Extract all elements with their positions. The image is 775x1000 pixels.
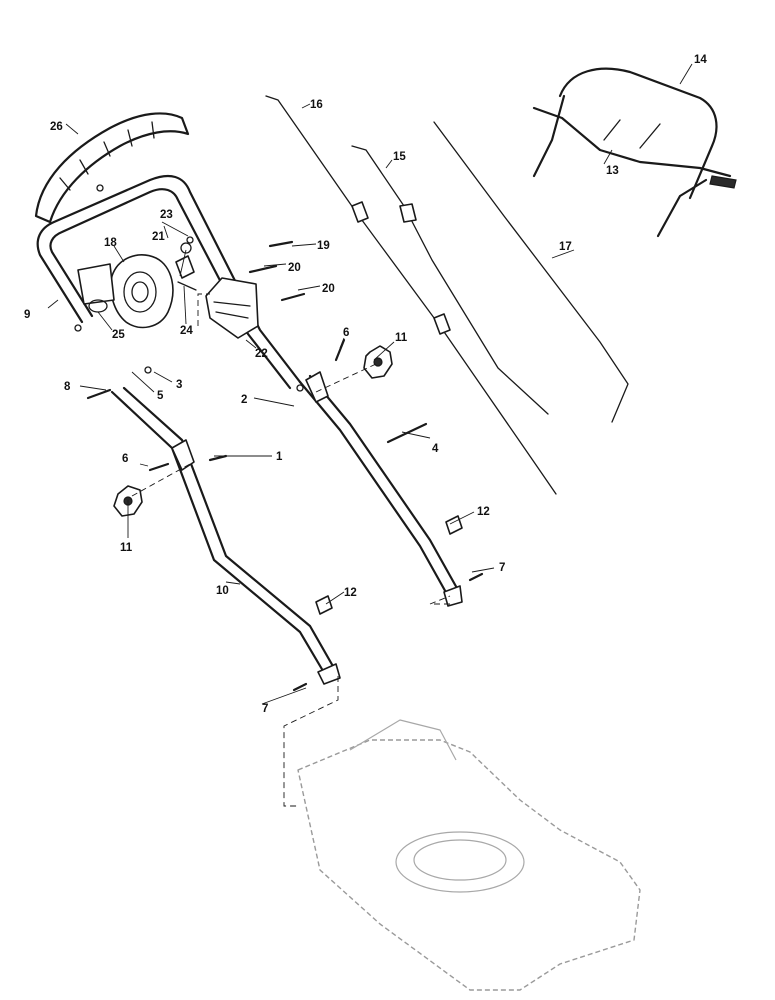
part-26-handle-grip — [34, 112, 190, 224]
callout-11b: 11 — [120, 542, 133, 554]
callout-10: 10 — [216, 585, 229, 597]
part-16-cable — [265, 95, 557, 495]
part-22-control-box — [205, 277, 259, 339]
part-19-20-screws — [248, 240, 306, 302]
callout-21: 21 — [152, 231, 165, 243]
part-10-lower-handle-right — [298, 371, 463, 607]
hardware-bolts — [86, 338, 346, 472]
part-9-upper-handle — [36, 174, 302, 390]
callout-11a: 11 — [395, 332, 408, 344]
callout-2: 2 — [241, 394, 247, 406]
callout-18: 18 — [104, 237, 117, 249]
callout-25: 25 — [112, 329, 125, 341]
callout-26: 26 — [50, 121, 63, 133]
inset-upper-handle-assembly — [532, 67, 737, 238]
callout-14: 14 — [694, 54, 707, 66]
callout-4: 4 — [432, 443, 439, 455]
part-7-screws — [292, 572, 484, 692]
callout-12a: 12 — [477, 506, 490, 518]
callout-24: 24 — [180, 325, 193, 337]
callout-13: 13 — [606, 165, 619, 177]
callout-9: 9 — [24, 309, 30, 321]
callout-15: 15 — [393, 151, 406, 163]
callout-5: 5 — [157, 390, 164, 402]
callout-23: 23 — [160, 209, 173, 221]
alignment-dashes — [131, 293, 451, 807]
callout-19: 19 — [317, 240, 330, 252]
leader-lines — [47, 63, 693, 705]
callout-22: 22 — [255, 348, 268, 360]
part-11-knob-right — [363, 345, 393, 379]
part-17-cable — [433, 121, 629, 423]
part-10-lower-handle-left — [110, 386, 341, 685]
callout-3: 3 — [176, 379, 182, 391]
callout-labels: 1 2 3 4 5 6 6 7 7 8 9 10 11 11 12 12 13 … — [24, 54, 707, 715]
callout-17: 17 — [559, 241, 572, 253]
callout-7a: 7 — [499, 562, 505, 574]
part-18-control-housing — [77, 254, 174, 329]
callout-20a: 20 — [288, 262, 301, 274]
mower-deck — [297, 719, 641, 991]
callout-6b: 6 — [122, 453, 128, 465]
callout-12b: 12 — [344, 587, 357, 599]
callout-16: 16 — [310, 99, 323, 111]
part-15-cable — [351, 145, 549, 415]
callout-20b: 20 — [322, 283, 335, 295]
part-12-pins — [315, 515, 463, 615]
callout-1: 1 — [276, 451, 283, 463]
callout-7b: 7 — [262, 703, 268, 715]
callout-8: 8 — [64, 381, 71, 393]
callout-6a: 6 — [343, 327, 349, 339]
